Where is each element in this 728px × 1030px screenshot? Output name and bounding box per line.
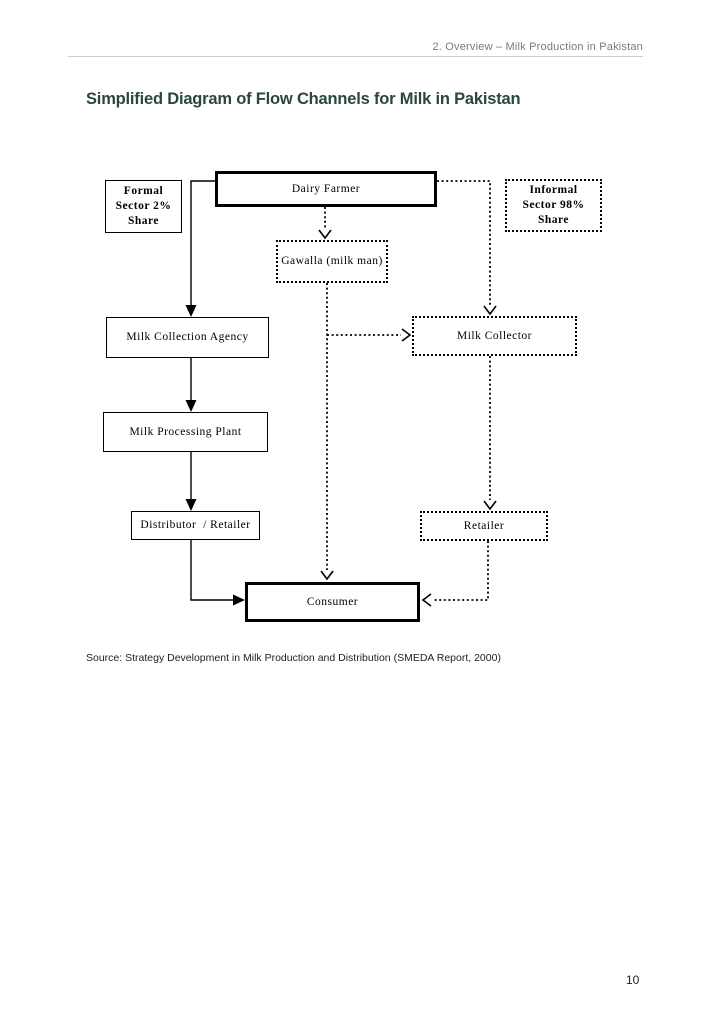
edge-dairy-farmer-to-gawalla [318, 207, 332, 240]
source-note: Source: Strategy Development in Milk Pro… [86, 652, 501, 664]
page-title: Simplified Diagram of Flow Channels for … [86, 90, 521, 108]
page-header: 2. Overview – Milk Production in Pakista… [432, 41, 643, 53]
node-label: Consumer [306, 595, 359, 608]
node-distributor-retailer: Distributor / Retailer [131, 511, 260, 540]
node-label: Distributor / Retailer [140, 519, 251, 531]
edge-milk-collector-to-retailer [483, 356, 497, 511]
header-divider [68, 56, 643, 57]
node-dairy-farmer: Dairy Farmer [215, 171, 437, 207]
page-number: 10 [626, 973, 640, 987]
edge-dairy-farmer-to-milk-collection-agency [185, 180, 216, 317]
edge-milk-processing-plant-to-distributor [185, 452, 197, 511]
edge-milk-collection-agency-to-milk-processing-plant [185, 358, 197, 412]
node-consumer: Consumer [245, 582, 420, 622]
node-label: Informal Sector 98% Share [522, 184, 585, 226]
edge-dairy-farmer-to-milk-collector [437, 180, 497, 316]
node-label: Milk Processing Plant [129, 425, 242, 438]
node-label: Milk Collection Agency [126, 331, 249, 343]
node-retailer: Retailer [420, 511, 548, 541]
node-label: Milk Collector [456, 329, 533, 342]
node-gawalla: Gawalla (milk man) [276, 240, 388, 283]
node-label: Dairy Farmer [291, 182, 361, 195]
node-label: Retailer [463, 519, 505, 532]
node-formal-sector: Formal Sector 2% Share [105, 180, 182, 233]
node-label: Formal Sector 2% Share [115, 185, 172, 227]
node-milk-collector: Milk Collector [412, 316, 577, 356]
edge-gawalla-to-milk-collector [327, 328, 412, 342]
node-informal-sector: Informal Sector 98% Share [505, 179, 602, 232]
edge-retailer-to-consumer [421, 541, 489, 607]
edge-distributor-to-consumer [190, 540, 245, 606]
node-label: Gawalla (milk man) [281, 255, 383, 267]
edge-gawalla-to-consumer [320, 283, 334, 581]
node-milk-processing-plant: Milk Processing Plant [103, 412, 268, 452]
node-milk-collection-agency: Milk Collection Agency [106, 317, 269, 358]
